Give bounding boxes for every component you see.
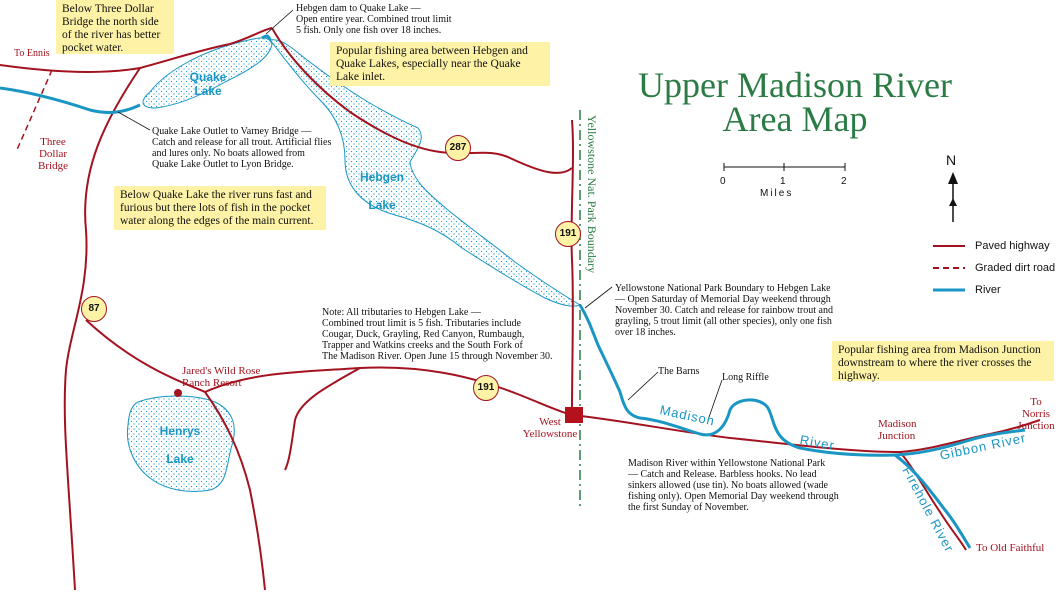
legend-paved-highway: Paved highway [975, 240, 1050, 252]
hebgen-lake-label: Hebgen Lake [359, 170, 404, 212]
callout-popular-junction: Popular fishing area from Madison Juncti… [832, 341, 1054, 382]
jareds-resort-label: Jared's Wild Rose Ranch Resort [182, 365, 261, 389]
map-title: Upper Madison River Area Map [638, 65, 952, 139]
hwy-287-lake [271, 27, 573, 174]
scale-tick-1: 1 [780, 176, 786, 187]
scale-bar [723, 163, 846, 171]
pointer-lines [117, 9, 723, 421]
note-ynp-boundary: Yellowstone National Park Boundary to He… [615, 283, 833, 338]
scale-tick-0: 0 [720, 176, 726, 187]
paved-highways [0, 27, 1041, 591]
park-boundary-label: Yellowstone Nat. Park Boundary [585, 115, 599, 274]
note-within-ynp: Madison River within Yellowstone Nationa… [628, 458, 839, 513]
route-87-shield: 87 [81, 296, 107, 322]
scale-unit: Miles [760, 188, 794, 199]
west-yellowstone-marker [565, 407, 583, 423]
hwy-287-north [0, 27, 273, 73]
madison-river-lower [0, 86, 141, 114]
road-spur [284, 367, 361, 471]
hebgen-lake-shape [269, 39, 582, 307]
callout-three-dollar: Below Three Dollar Bridge the north side… [56, 0, 174, 54]
madison-junction-label: Madison Junction [878, 418, 917, 442]
jareds-resort-marker [174, 389, 182, 397]
henrys-lake-shape [126, 395, 235, 492]
note-hebgen-dam: Hebgen dam to Quake Lake — Open entire y… [296, 3, 452, 36]
scale-tick-2: 2 [841, 176, 847, 187]
hwy-191-north [570, 119, 574, 416]
legend-swatches [933, 245, 965, 292]
to-norris-junction-label: To Norris Junction [1017, 396, 1055, 432]
three-dollar-bridge-label: Three Dollar Bridge [38, 136, 68, 172]
legend-graded-dirt-road: Graded dirt road [975, 262, 1056, 274]
hwy-191-west [85, 319, 573, 416]
to-old-faithful-label: To Old Faithful [976, 542, 1045, 554]
route-191-west-shield: 191 [473, 375, 499, 401]
north-arrow-icon [948, 172, 958, 222]
quake-lake-shape [142, 37, 273, 109]
hwy-87 [63, 67, 141, 591]
north-label: N [946, 152, 957, 168]
hwy-191-south [204, 391, 266, 591]
note-tributaries: Note: All tributaries to Hebgen Lake — C… [322, 307, 553, 362]
quake-lake-label: Quake Lake [189, 70, 227, 98]
callout-below-quake: Below Quake Lake the river runs fast and… [114, 186, 326, 230]
to-ennis-label: To Ennis [14, 48, 50, 59]
west-yellowstone-label: West Yellowstone [522, 416, 578, 440]
callout-popular-hebgen: Popular fishing area between Hebgen and … [330, 42, 550, 86]
three-dollar-dirt-road [15, 69, 53, 153]
route-287-shield: 287 [445, 135, 471, 161]
legend-river: River [975, 284, 1001, 296]
rivers [0, 34, 1026, 549]
firehole-river [894, 453, 972, 549]
the-barns-label: The Barns [658, 366, 700, 377]
route-191-north-shield: 191 [555, 221, 581, 247]
madison-river-outlet [261, 34, 272, 41]
henrys-lake-label: Henrys Lake [159, 424, 201, 466]
note-quake-outlet: Quake Lake Outlet to Varney Bridge — Cat… [152, 126, 332, 170]
long-riffle-label: Long Riffle [722, 372, 769, 383]
madison-river-ynp [578, 304, 1026, 457]
